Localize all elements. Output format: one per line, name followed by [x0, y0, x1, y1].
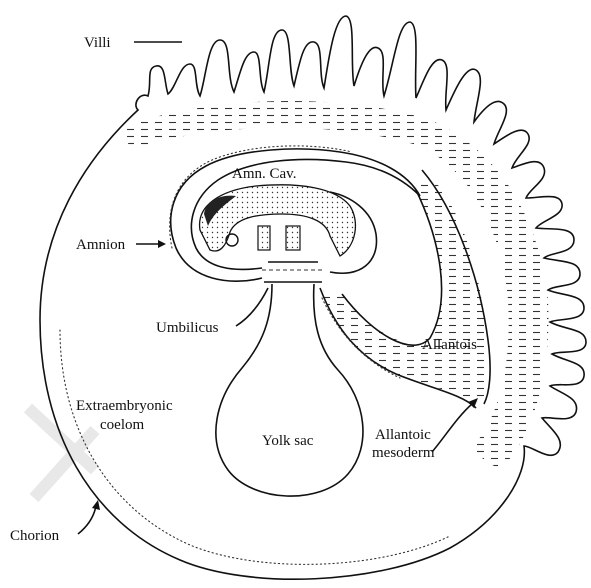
- label-coelom: coelom: [100, 417, 144, 433]
- label-allantoic: Allantoic: [375, 427, 431, 443]
- label-allantois: Allantois: [422, 337, 477, 353]
- label-extraembryonic: Extraembryonic: [76, 398, 173, 414]
- label-mesoderm: mesoderm: [372, 445, 435, 461]
- watermark-mark: [28, 408, 95, 498]
- label-amn-cav: Amn. Cav.: [232, 166, 296, 182]
- chorionic-mesoderm-band: [120, 101, 548, 470]
- label-yolk-sac: Yolk sac: [262, 433, 314, 449]
- label-amnion: Amnion: [76, 237, 126, 253]
- label-villi: Villi: [84, 35, 111, 51]
- label-umbilicus: Umbilicus: [156, 320, 219, 336]
- label-chorion: Chorion: [10, 528, 60, 544]
